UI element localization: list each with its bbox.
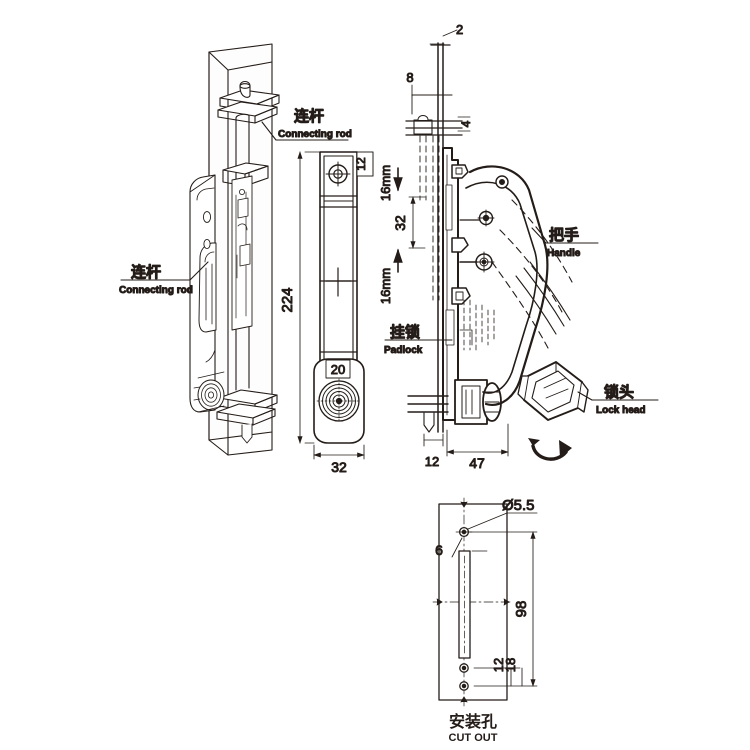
dimension-side-depth — [446, 423, 509, 457]
callout-lock-head — [577, 391, 659, 401]
dimension-side-top-offset-value: 8 — [406, 70, 413, 85]
side-section-view — [405, 29, 589, 433]
callout-padlock-cn: 挂锁 — [390, 323, 420, 341]
dimension-cutout-pitch-lower-value: 12 — [491, 658, 506, 672]
callout-padlock-en: Padlock — [384, 345, 423, 356]
callout-lock-head-cn: 锁头 — [604, 383, 634, 401]
dimension-front-height — [297, 151, 321, 444]
dimension-front-width-value: 32 — [331, 459, 347, 475]
dimension-cutout-hole-offset-value: 6 — [435, 542, 443, 558]
dimension-side-top-thickness-value: 2 — [456, 22, 463, 37]
dimension-cutout-pitch-outer-value: 18 — [503, 658, 518, 672]
dimension-cutout-hole-dia-value: Ø5.5 — [502, 497, 535, 514]
callout-connecting-rod-left-en: Connecting rod — [119, 285, 193, 296]
rotation-arrow-icon — [528, 438, 572, 461]
callout-handle-en: Handle — [547, 248, 581, 259]
dimension-front-height-value: 224 — [279, 287, 296, 312]
callout-connecting-rod-top-cn: 连杆 — [294, 107, 324, 125]
callout-handle-cn: 把手 — [549, 226, 579, 244]
dimension-side-small-step-value: 4 — [459, 120, 473, 127]
dimension-front-top-plate-value: 12 — [354, 157, 368, 171]
cutout-title-en: CUT OUT — [449, 732, 498, 744]
callout-handle — [531, 227, 599, 244]
dimension-travel-down-value: 16mm — [378, 165, 393, 201]
callout-lock-head-en: Lock head — [596, 405, 645, 416]
callout-connecting-rod-top-en: Connecting rod — [278, 129, 352, 140]
dimension-front-lower-body — [325, 359, 351, 379]
dimension-side-depth-value: 47 — [469, 455, 485, 471]
cutout-title-cn: 安装孔 — [449, 712, 497, 731]
dimension-side-base — [423, 433, 444, 447]
callout-connecting-rod-left — [120, 261, 209, 281]
dimension-cutout-total-height-value: 98 — [513, 601, 530, 618]
cutout-view — [432, 497, 538, 707]
dimension-front-lower-body-value: 20 — [331, 362, 345, 377]
isometric-assembly-view — [189, 43, 280, 456]
front-elevation-view — [313, 151, 365, 444]
dimension-side-stroke — [408, 196, 426, 249]
callout-connecting-rod-left-cn: 连杆 — [131, 263, 161, 281]
dimension-side-base-value: 12 — [425, 454, 439, 469]
dimension-travel-up-value: 16mm — [378, 268, 393, 304]
dimension-front-top-plate — [356, 151, 374, 177]
dimension-front-width — [313, 444, 365, 460]
dimension-side-stroke-value: 32 — [392, 215, 408, 231]
callout-connecting-rod-top — [261, 121, 349, 141]
